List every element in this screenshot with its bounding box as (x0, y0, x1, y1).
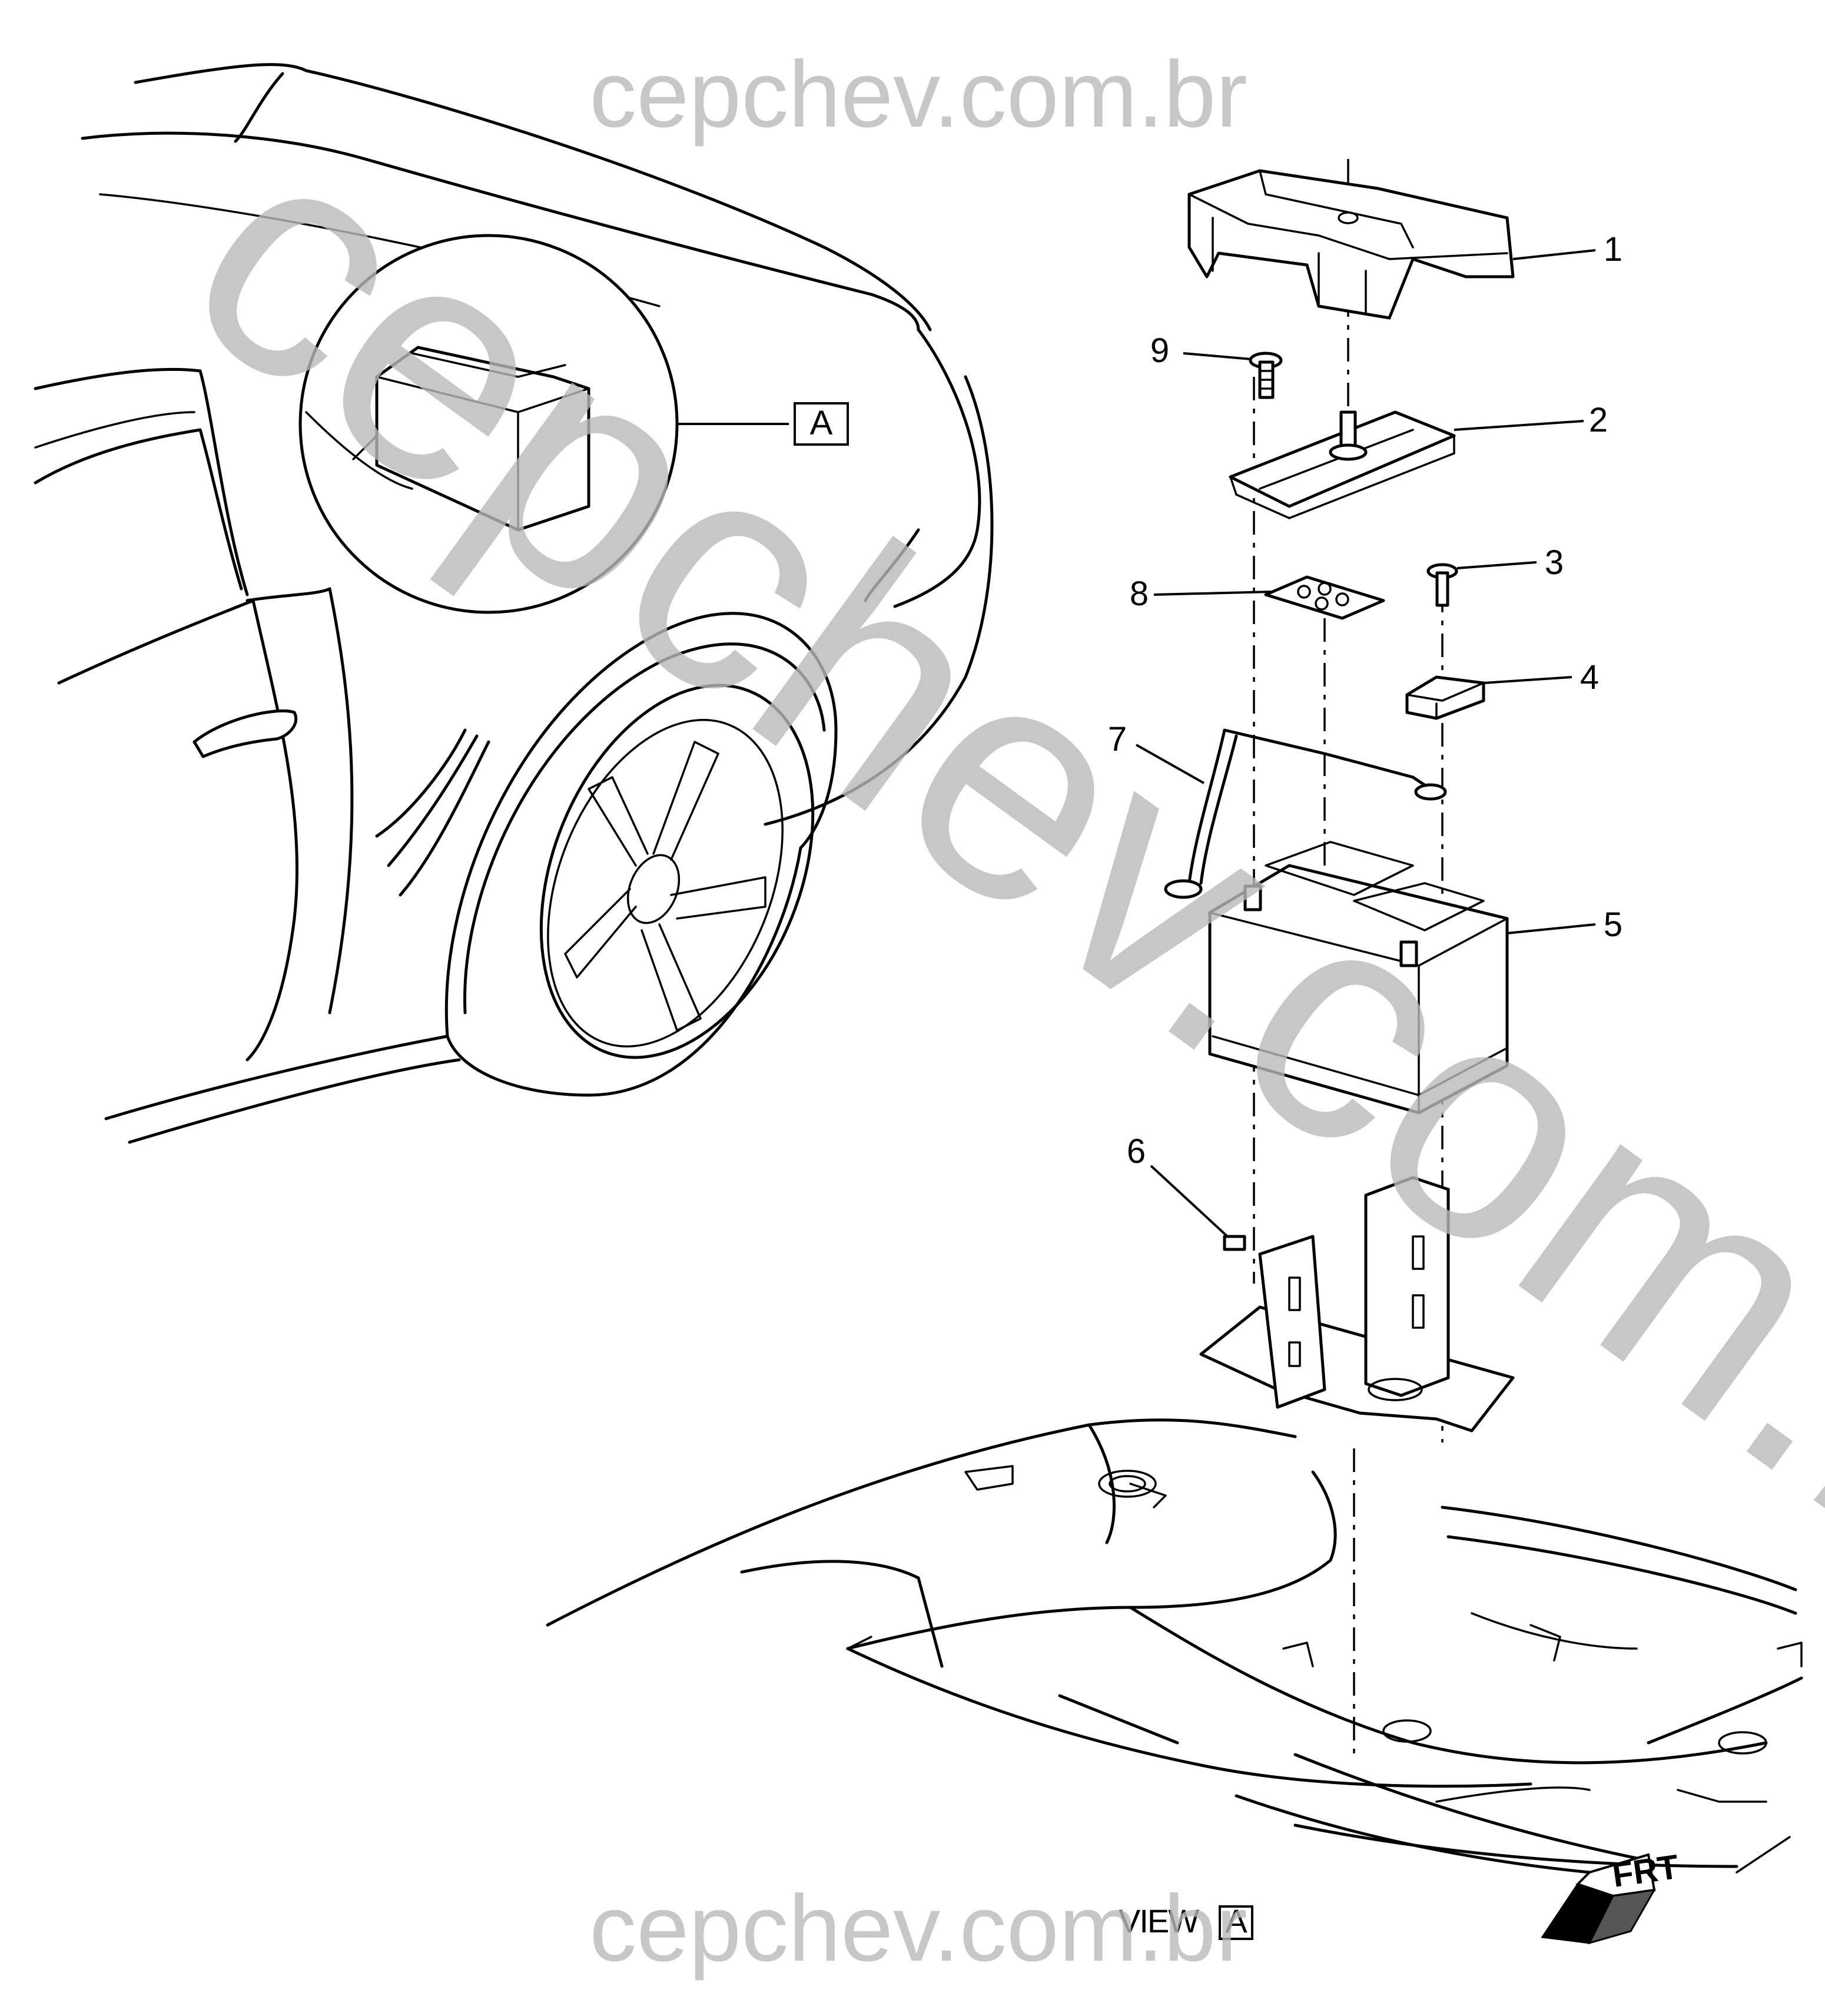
callout-7: 7 (1108, 720, 1127, 758)
view-a-detail-circle: A (298, 234, 849, 614)
view-caption-text: VIEW (1119, 1902, 1199, 1939)
callout-labels: 1 2 3 4 5 6 7 8 9 (1108, 230, 1622, 1171)
callout-9: 9 (1150, 331, 1169, 370)
view-caption-box-letter: A (1225, 1902, 1247, 1939)
part-7-vent-tube (1136, 728, 1447, 899)
watermark-bottom: cepchev.com.br (589, 1875, 1247, 1981)
callout-3: 3 (1545, 543, 1564, 582)
part-2-hold-down-bracket (1229, 410, 1584, 519)
view-a-caption: VIEW A (1119, 1902, 1253, 1940)
part-9-bolt (1183, 352, 1283, 399)
watermarks: cepchev.com.br cepchev.com.br cepchev.co… (128, 41, 1825, 1981)
watermark-top: cepchev.com.br (589, 41, 1247, 147)
part-5-battery (1208, 841, 1596, 1115)
callout-5: 5 (1604, 906, 1622, 944)
callout-4: 4 (1580, 658, 1599, 697)
vehicle-body-outline (34, 63, 994, 1144)
callout-6: 6 (1127, 1132, 1146, 1171)
callout-8: 8 (1130, 575, 1149, 613)
front-arrow-label: FRT (1610, 1848, 1681, 1895)
callout-2: 2 (1589, 401, 1608, 439)
part-4-terminal-cover (1405, 675, 1572, 720)
part-6-battery-tray (1150, 1165, 1515, 1433)
part-3-screw (1426, 561, 1537, 607)
vehicle-floor-pan (546, 1418, 1803, 1874)
part-1-battery-cover (1187, 169, 1596, 320)
view-flag-label: A (810, 404, 833, 442)
view-caption-box (1219, 1905, 1253, 1940)
part-8-label (1153, 575, 1385, 620)
view-flag-box (794, 402, 849, 446)
front-direction-arrow-icon: FRT (1541, 1848, 1681, 1945)
callout-1: 1 (1604, 230, 1622, 268)
